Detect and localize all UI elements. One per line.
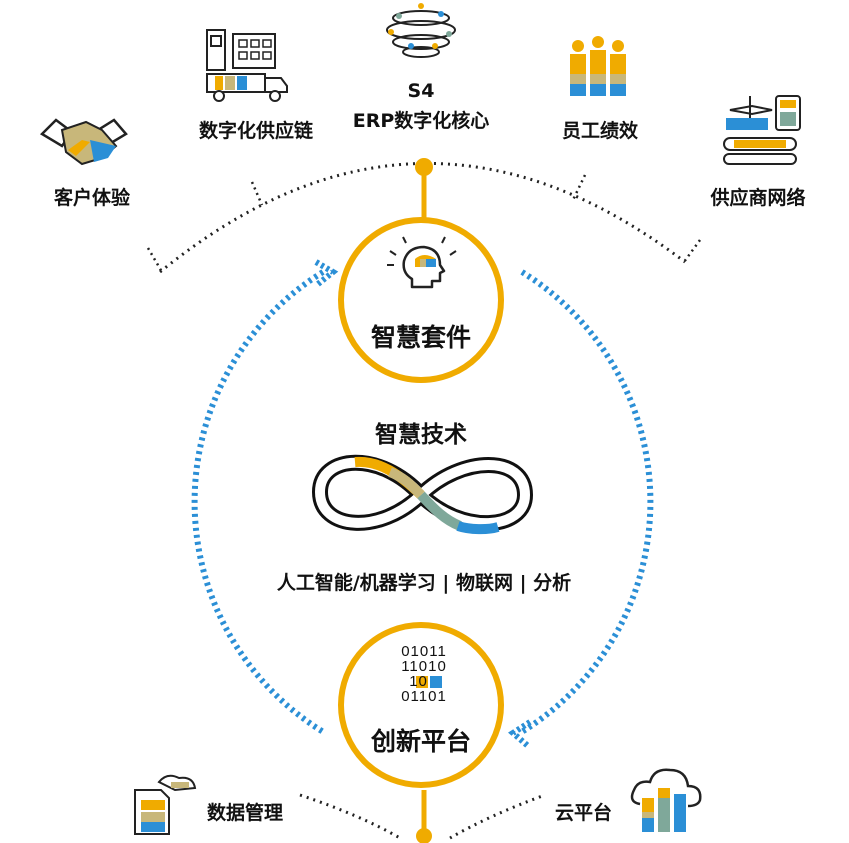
supply-chain-icon — [206, 29, 288, 102]
intelligent-suite-circle — [338, 217, 504, 383]
s4-label: S4 — [407, 80, 435, 102]
s4-sphere-icon — [386, 3, 456, 58]
gold-dot-bottom — [416, 828, 432, 843]
innovation-platform-label: 创新平台 — [370, 727, 472, 756]
arrow-top-left — [314, 259, 339, 287]
customer-experience-label: 客户体验 — [53, 187, 131, 209]
supplier-network-icon — [723, 95, 801, 165]
intelligent-tech-title: 智慧技术 — [375, 422, 467, 448]
binary-highlight-gold — [416, 676, 428, 688]
supplier-network-label: 供应商网络 — [710, 187, 806, 209]
arrow-bottom-right — [508, 719, 532, 749]
data-management-icon — [134, 774, 197, 835]
binary-row: 11010 — [401, 658, 447, 675]
employee-performance-label: 员工绩效 — [561, 120, 639, 142]
bottom-dotted-arc-right — [449, 793, 546, 840]
binary-row: 01011 — [401, 643, 447, 660]
arc-tick — [250, 181, 264, 206]
intelligent-tech-subtitle: 人工智能/机器学习 | 物联网 | 分析 — [276, 572, 572, 594]
left-blue-arc — [191, 269, 327, 736]
arc-tick — [682, 239, 702, 263]
binary-stack: 01011 11010 10 01101 — [401, 644, 447, 704]
gold-dot-top — [415, 158, 433, 176]
infinity-icon — [311, 454, 534, 535]
binary-row: 10 — [409, 673, 428, 690]
arc-tick — [571, 174, 587, 201]
bottom-dotted-arc-left — [299, 793, 401, 840]
digital-supply-chain-label: 数字化供应链 — [198, 120, 314, 142]
arc-tick — [146, 247, 164, 273]
handshake-icon — [39, 118, 128, 166]
people-performance-icon — [570, 36, 626, 96]
cloud-platform-label: 云平台 — [555, 802, 613, 824]
erp-core-label: ERP数字化核心 — [352, 110, 490, 132]
innovation-platform-circle — [338, 622, 504, 788]
head-lightbulb-icon — [387, 236, 457, 289]
cloud-icon — [630, 768, 702, 832]
intelligent-suite-label: 智慧套件 — [370, 323, 472, 352]
data-management-label: 数据管理 — [207, 802, 284, 824]
binary-row: 01101 — [401, 688, 447, 705]
binary-highlight-blue — [430, 676, 442, 688]
right-blue-arc — [518, 269, 654, 736]
